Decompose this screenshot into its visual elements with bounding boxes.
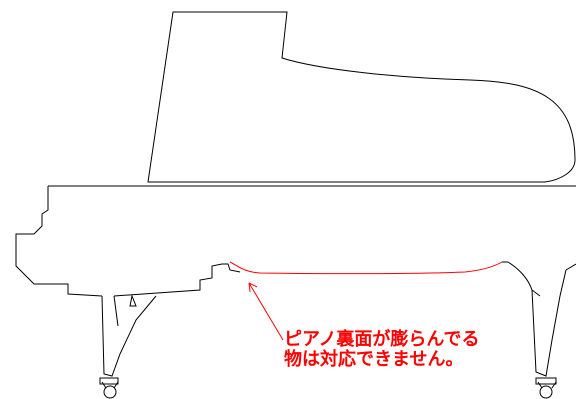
rear-caster-wheel [539,385,553,399]
underside-bulge-highlight [229,261,503,275]
front-leg-foot [99,377,119,385]
annotation-text: ピアノ裏面が膨らんでる 物は対応できません。 [284,330,479,370]
rear-leg-foot [535,377,557,385]
annotation-line-1: ピアノ裏面が膨らんでる [284,329,480,350]
annotation-line-2: 物は対応できません。 [284,349,464,370]
pointer-arrow-line [248,282,284,341]
front-caster-wheel [103,385,117,399]
piano-lid-outline [147,11,576,183]
rear-caster-detail [537,381,557,389]
front-caster-detail [101,381,119,389]
front-leg [101,295,157,377]
piano-body-outline [15,186,241,297]
rear-leg [531,269,567,377]
front-leg-bracket [129,294,137,307]
pointer-arrow-head [248,282,258,293]
piano-right-underside [502,261,576,297]
